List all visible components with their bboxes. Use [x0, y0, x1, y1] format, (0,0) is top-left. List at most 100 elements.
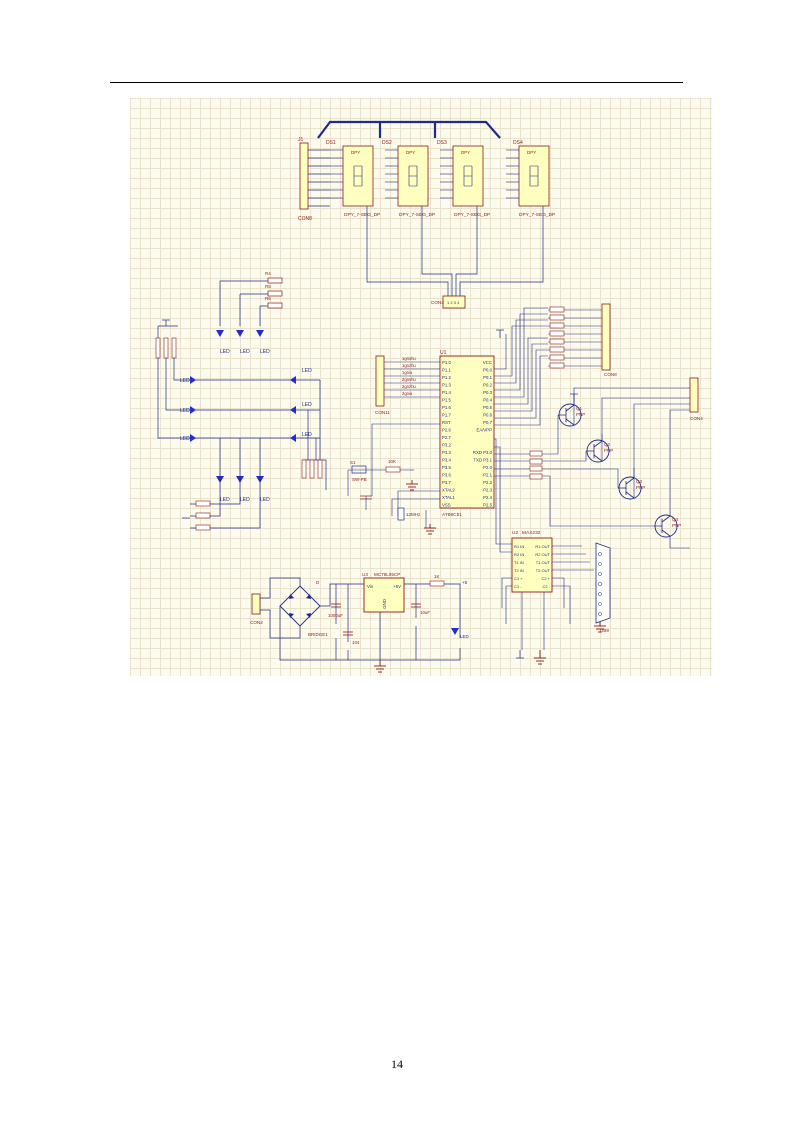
svg-text:2gnia: 2gnia [402, 391, 413, 396]
svg-text:MC78L05CP: MC78L05CP [374, 572, 400, 577]
svg-text:CON8: CON8 [604, 372, 617, 377]
cap-1000-label: 1000uF [328, 613, 343, 618]
svg-text:LED: LED [240, 349, 250, 355]
svg-text:SW-PB: SW-PB [352, 477, 367, 482]
display-ds4: DS4 DPY DPY_7-SEG_DP [506, 140, 555, 218]
svg-text:R4: R4 [265, 271, 271, 276]
svg-text:CON2: CON2 [250, 620, 263, 625]
power-led: 1K LED +5 [429, 574, 470, 639]
svg-text:R1 IN: R1 IN [514, 544, 524, 549]
svg-text:DPY_7-SEG_DP: DPY_7-SEG_DP [344, 212, 380, 218]
svg-text:P1.2: P1.2 [442, 375, 451, 380]
transistor-wires [494, 387, 690, 549]
svg-text:J1: J1 [298, 137, 304, 143]
svg-text:P2.0: P2.0 [483, 465, 492, 470]
svg-text:P3.2: P3.2 [442, 443, 451, 448]
svg-text:P2.6: P2.6 [442, 428, 451, 433]
svg-text:LED: LED [302, 368, 312, 374]
svg-text:P0.4: P0.4 [483, 398, 492, 403]
svg-text:P3.7: P3.7 [442, 480, 451, 485]
display-ds3: DS3 DPY DPY_7-SEG_DP [437, 140, 490, 218]
power-caps [331, 603, 421, 636]
svg-text:R2 OUT: R2 OUT [535, 552, 550, 557]
svg-text:PNP: PNP [636, 485, 645, 490]
svg-text:T1 IN: T1 IN [514, 560, 524, 565]
svg-text:LED: LED [260, 349, 270, 355]
svg-text:Q4: Q4 [672, 517, 679, 522]
svg-text:Q3: Q3 [636, 479, 643, 484]
svg-text:P2.1: P2.1 [483, 473, 492, 478]
schematic-svg: J1 CON8 DS1 DPY DPY_7-SEG_DP DS2 DPY [155, 120, 703, 673]
transistor-q3: Q3 PNP [618, 476, 645, 500]
svg-text:1 2 3 4: 1 2 3 4 [447, 300, 460, 305]
display-ds1: DS1 DPY DPY_7-SEG_DP [326, 140, 380, 218]
svg-text:R1 OUT: R1 OUT [535, 544, 550, 549]
svg-text:CON4: CON4 [431, 300, 444, 305]
svg-text:DPY_7-SEG_DP: DPY_7-SEG_DP [454, 212, 490, 218]
ground-symbols [374, 480, 606, 673]
svg-text:P0.2: P0.2 [483, 383, 492, 388]
svg-text:TXD P3.1: TXD P3.1 [473, 458, 492, 463]
power-connector: CON2 [250, 593, 263, 625]
svg-text:P0.0: P0.0 [483, 368, 492, 373]
svg-text:P1.4: P1.4 [442, 390, 451, 395]
svg-text:CON4: CON4 [690, 416, 703, 421]
max232-ic: U2 MAX232 R1 IN R2 IN T1 IN T2 IN C1 + C… [511, 530, 553, 593]
svg-text:P1.6: P1.6 [442, 405, 451, 410]
svg-text:PNP: PNP [604, 448, 613, 453]
cap-10u-label: 10uF [420, 610, 430, 615]
bridge-rectifier: D BRIDGE1 [279, 580, 328, 637]
transistor-q2: Q2 PNP [586, 439, 613, 463]
svg-text:P1.0: P1.0 [442, 360, 451, 365]
svg-text:R6: R6 [265, 296, 271, 301]
svg-text:P2.7: P2.7 [442, 435, 451, 440]
svg-text:P1.7: P1.7 [442, 413, 451, 418]
svg-text:P2.3: P2.3 [483, 488, 492, 493]
svg-text:VCC: VCC [483, 360, 492, 365]
transistor-q1: Q1 PNP [558, 403, 585, 427]
svg-text:GND: GND [382, 599, 387, 609]
svg-text:VSS: VSS [442, 503, 451, 508]
svg-text:C1 +: C1 + [514, 576, 523, 581]
svg-text:EA/VPP: EA/VPP [476, 428, 492, 433]
svg-text:12MHz: 12MHz [406, 512, 421, 517]
svg-text:D: D [316, 580, 320, 585]
svg-text:1gnzhu: 1gnzhu [402, 363, 416, 368]
svg-text:DPY: DPY [461, 150, 470, 155]
svg-text:Q2: Q2 [604, 442, 611, 447]
svg-text:P1.1: P1.1 [442, 368, 451, 373]
svg-text:RST: RST [442, 420, 451, 425]
vcc-symbols [162, 319, 578, 659]
header-rule [110, 82, 683, 83]
svg-text:T2 OUT: T2 OUT [536, 568, 551, 573]
svg-text:CON8: CON8 [298, 216, 312, 222]
svg-text:P0.7: P0.7 [483, 420, 492, 425]
svg-text:P3.5: P3.5 [442, 465, 451, 470]
svg-text:DS4: DS4 [513, 140, 523, 146]
p0-resistor-array [549, 306, 565, 369]
svg-text:AT89C51: AT89C51 [442, 512, 462, 518]
svg-text:LED: LED [302, 432, 312, 438]
svg-text:1gnia: 1gnia [402, 370, 413, 375]
svg-text:10K: 10K [388, 459, 396, 464]
svg-text:P1.3: P1.3 [442, 383, 451, 388]
power-wires [260, 577, 461, 661]
svg-text:PNP: PNP [576, 412, 585, 417]
svg-text:Vin: Vin [367, 584, 374, 589]
svg-text:XTAL2: XTAL2 [442, 488, 455, 493]
svg-text:DB9: DB9 [600, 628, 609, 633]
connector-con4-right: CON4 [689, 377, 703, 421]
svg-text:U1: U1 [440, 350, 447, 356]
svg-text:LED: LED [260, 497, 270, 503]
svg-text:LED: LED [302, 402, 312, 408]
svg-text:P2.5: P2.5 [483, 503, 492, 508]
reset-and-crystal: S1 SW-PB 10K 12MHz [347, 423, 440, 528]
svg-text:LED: LED [460, 634, 470, 639]
p0-bus-wires [494, 307, 602, 426]
transistor-base-resistors [529, 450, 543, 480]
circuit-schematic-figure: J1 CON8 DS1 DPY DPY_7-SEG_DP DS2 DPY [130, 98, 712, 676]
svg-text:P0.3: P0.3 [483, 390, 492, 395]
display-common-wires [366, 206, 544, 296]
svg-text:1K: 1K [434, 574, 440, 579]
mcu-at89c51: U1 P1.0 P1.1 P1.2 P1.3 P1.4 P1.5 P1.6 P1… [439, 350, 495, 518]
